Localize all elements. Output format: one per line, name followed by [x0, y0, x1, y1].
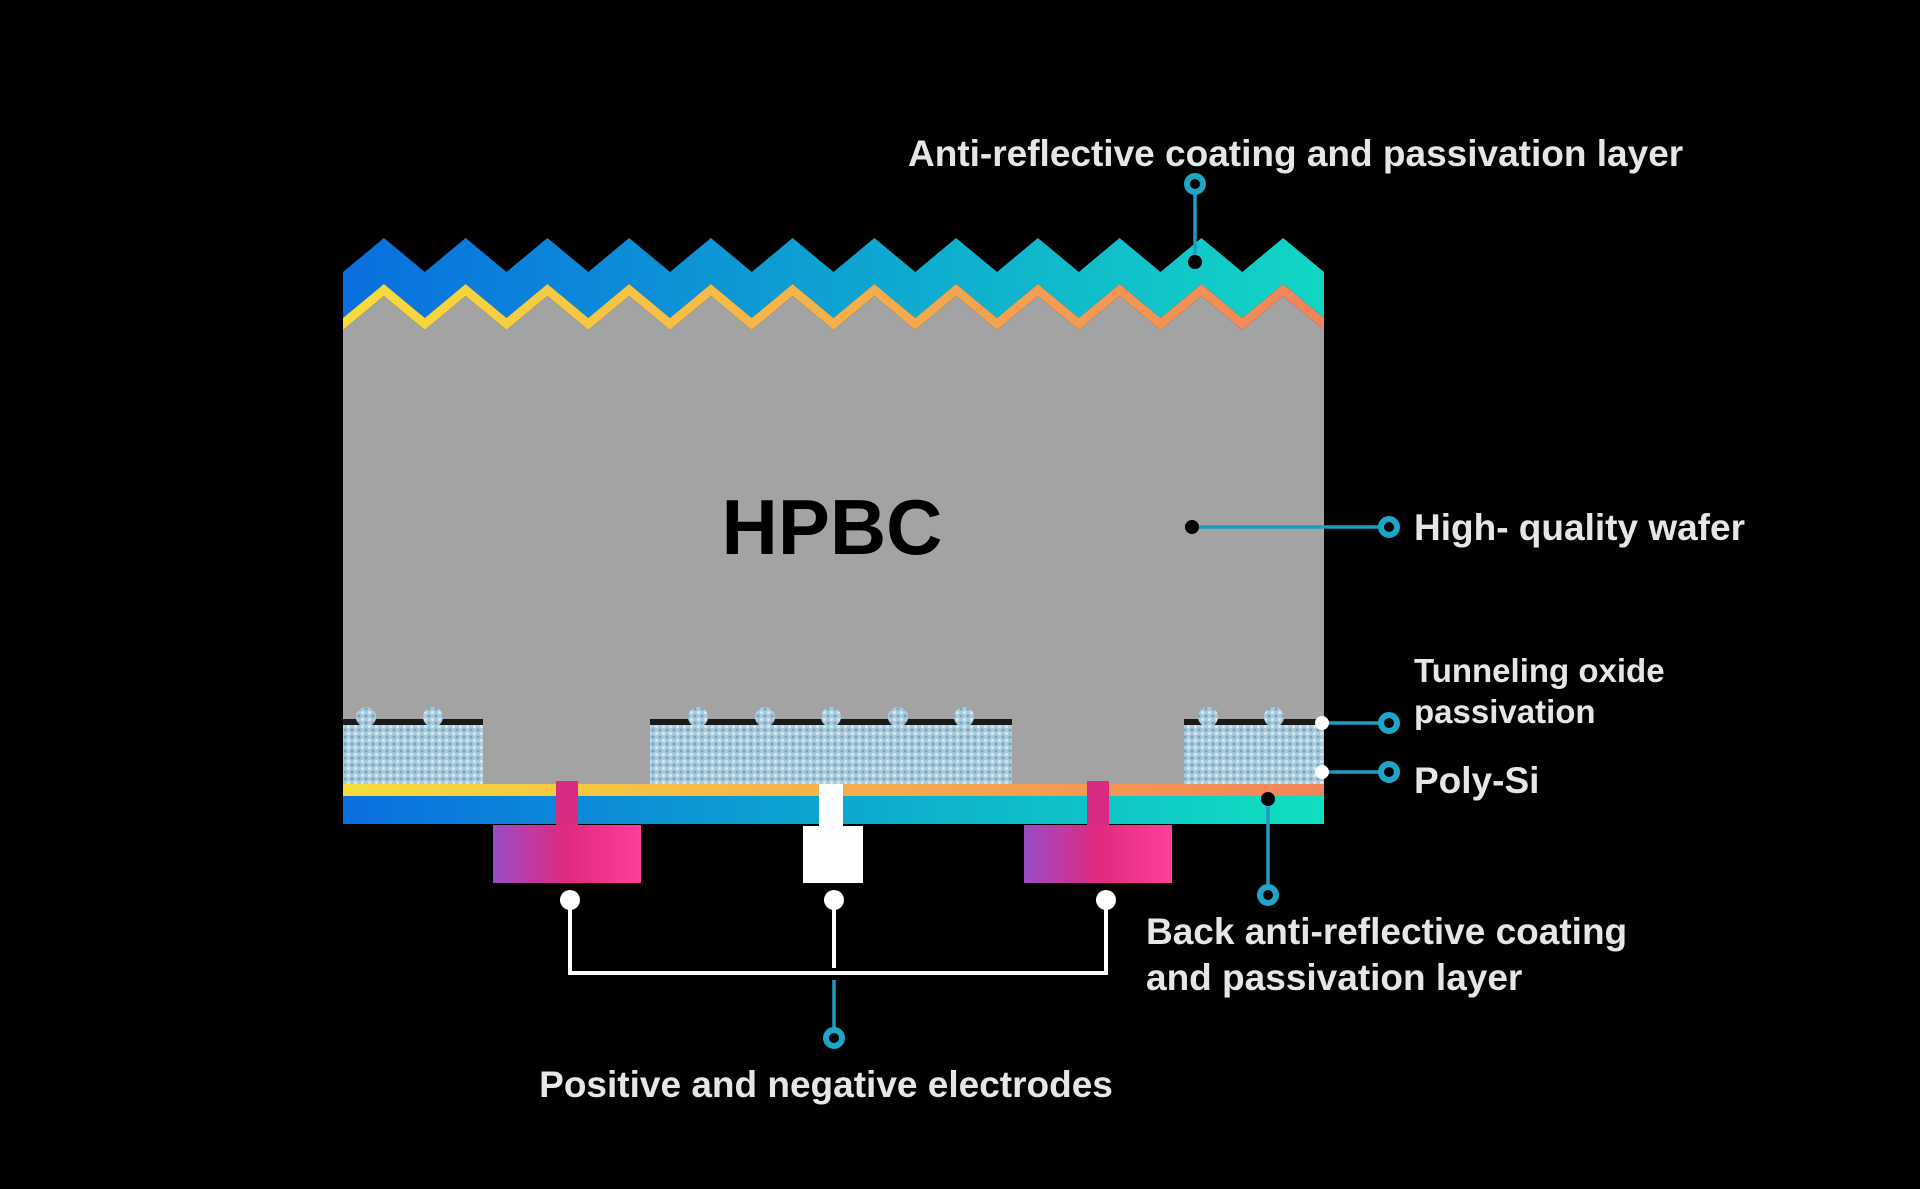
- callout-ring: [1378, 712, 1400, 734]
- callout-poly-si: Poly-Si: [1315, 760, 1539, 801]
- electrode-center: [803, 784, 863, 883]
- callout-electrodes: Positive and negative electrodes: [539, 890, 1116, 1105]
- callout-front-coating: Anti-reflective coating and passivation …: [908, 133, 1683, 269]
- callout-ring: [1184, 173, 1206, 195]
- callout-tunneling-oxide: Tunneling oxide passivation: [1315, 652, 1665, 734]
- label-wafer: High- quality wafer: [1414, 507, 1745, 548]
- electrode-pin-right: [1096, 890, 1116, 910]
- front-passivation-layer: [343, 284, 1324, 330]
- callout-anchor-dot: [1261, 792, 1275, 806]
- poly-si-regions: [343, 707, 1324, 784]
- electrode-right: [1024, 781, 1172, 883]
- callout-anchor-dot: [1188, 255, 1202, 269]
- callout-ring: [823, 1027, 845, 1049]
- poly-si-region-left: [343, 707, 483, 784]
- callout-anchor-dot: [1315, 716, 1329, 730]
- wafer-body: [343, 296, 1324, 784]
- electrodes: [493, 781, 1172, 883]
- callout-ring: [1378, 516, 1400, 538]
- poly-si-region-right: [1184, 707, 1324, 784]
- label-poly-si: Poly-Si: [1414, 760, 1539, 801]
- front-anti-reflective-coating: [343, 238, 1324, 318]
- callout-back-coating: Back anti-reflective coating and passiva…: [1146, 792, 1627, 998]
- tunneling-oxide-strip: [1184, 719, 1324, 725]
- label-tunneling-oxide-line1: Tunneling oxide: [1414, 652, 1665, 689]
- front-layers: [343, 238, 1324, 330]
- electrode-left: [493, 781, 641, 883]
- diagram-title: HPBC: [721, 483, 942, 571]
- electrode-pin-center: [824, 890, 844, 910]
- callout-anchor-dot: [1315, 765, 1329, 779]
- callout-wafer: High- quality wafer: [1185, 507, 1745, 548]
- poly-si-region-middle: [650, 707, 1012, 784]
- callout-ring: [1257, 884, 1279, 906]
- label-back-coating-line2: and passivation layer: [1146, 957, 1522, 998]
- label-tunneling-oxide-line2: passivation: [1414, 693, 1596, 730]
- electrode-pin-left: [560, 890, 580, 910]
- callout-ring: [1378, 761, 1400, 783]
- label-front-coating: Anti-reflective coating and passivation …: [908, 133, 1683, 174]
- label-back-coating-line1: Back anti-reflective coating: [1146, 911, 1627, 952]
- label-electrodes: Positive and negative electrodes: [539, 1064, 1113, 1105]
- callout-anchor-dot: [1185, 520, 1199, 534]
- tunneling-oxide-strip: [343, 719, 483, 725]
